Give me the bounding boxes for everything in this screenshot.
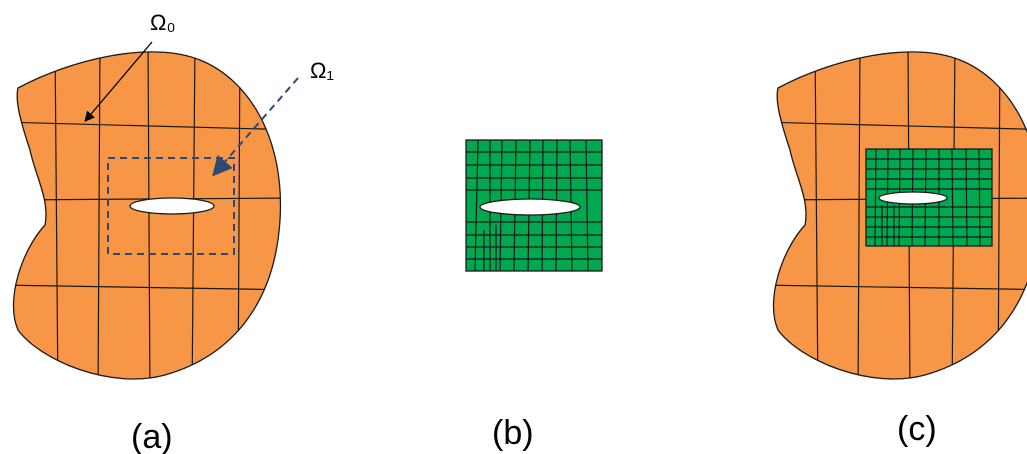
panel-c-label: (c): [897, 410, 937, 448]
coarse-domain-shape: [12, 51, 282, 380]
coarse-mesh-lines: [13, 51, 281, 379]
panel-b-label: (b): [492, 414, 534, 452]
panel-a-label: (a): [131, 418, 173, 454]
panel-b-fine-mesh: (b): [465, 139, 603, 452]
omega1-label: Ω₁: [310, 58, 334, 83]
omega0-label: Ω₀: [150, 10, 176, 35]
panel-a-coarse-domain: Ω₀ Ω₁ (a): [12, 10, 334, 454]
hole: [479, 198, 581, 216]
omega0-arrow: [84, 41, 153, 122]
omega1-arrow: [212, 77, 299, 177]
panel-c-combined: (c): [772, 51, 1027, 448]
omega1-dashed-region: [107, 157, 235, 255]
hole: [129, 197, 215, 215]
hole: [878, 191, 948, 205]
